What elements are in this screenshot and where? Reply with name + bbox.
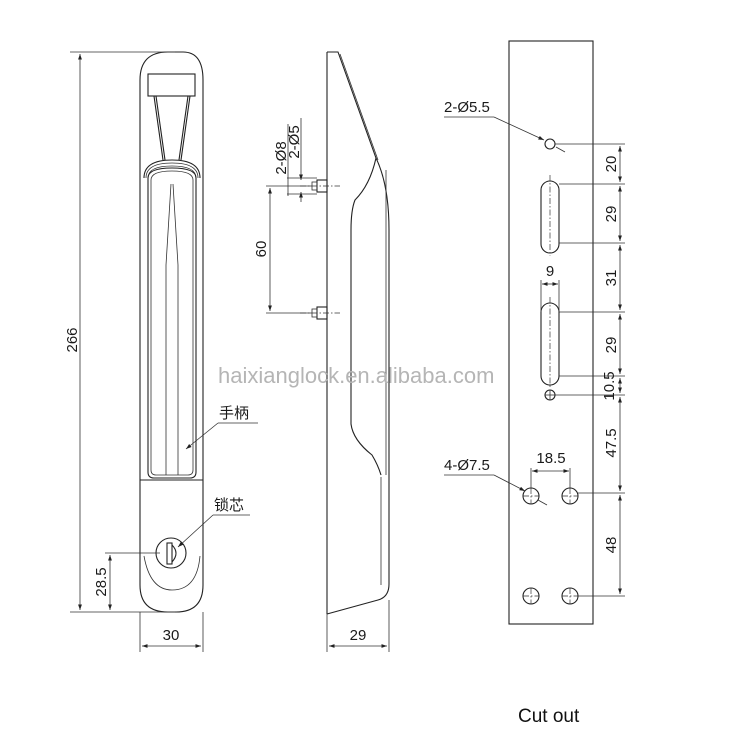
dim-stud-spacing: 60: [253, 241, 270, 258]
dim-v-6: 48: [603, 537, 620, 554]
watermark: haixianglock.en.alibaba.com: [218, 363, 494, 388]
small-hole: [544, 138, 556, 150]
dim-slot-width: 9: [546, 263, 554, 280]
large-holes: [522, 487, 579, 605]
front-view-dimensions: 266 28.5 30 手柄 锁芯: [64, 51, 258, 652]
dim-v-4: 10.5: [601, 371, 618, 400]
dim-lock-offset: 28.5: [93, 567, 110, 596]
callout-handle: 手柄: [219, 405, 249, 422]
cutout-view: [508, 40, 594, 625]
slot-upper: [540, 180, 560, 254]
dim-width: 30: [163, 627, 180, 644]
front-view: [139, 51, 204, 613]
cutout-dimensions: 20 29 31 29 10.5 47.5 48 9 18.5 2-Ø5.5 4…: [444, 99, 625, 597]
dim-depth: 29: [350, 627, 367, 644]
dim-v-2: 31: [603, 270, 620, 287]
dim-overall-height: 266: [64, 327, 81, 352]
dim-stud-outer-dia: 2-Ø8: [273, 141, 290, 174]
dim-hole-spacing: 18.5: [536, 450, 565, 467]
dim-v-5: 47.5: [603, 428, 620, 457]
dim-stud-inner-dia: 2-Ø5: [286, 125, 303, 158]
dim-v-0: 20: [603, 156, 620, 173]
dim-v-1: 29: [603, 206, 620, 223]
label-small-holes: 2-Ø5.5: [444, 99, 490, 116]
side-view-dimensions: 60 2-Ø8 2-Ø5 29: [253, 118, 390, 652]
dim-v-3: 29: [603, 337, 620, 354]
callout-lock-core: 锁芯: [214, 497, 244, 514]
cutout-caption: Cut out: [518, 706, 580, 727]
cutout-panel: [508, 40, 594, 625]
side-view: [300, 51, 390, 615]
label-large-holes: 4-Ø7.5: [444, 457, 490, 474]
